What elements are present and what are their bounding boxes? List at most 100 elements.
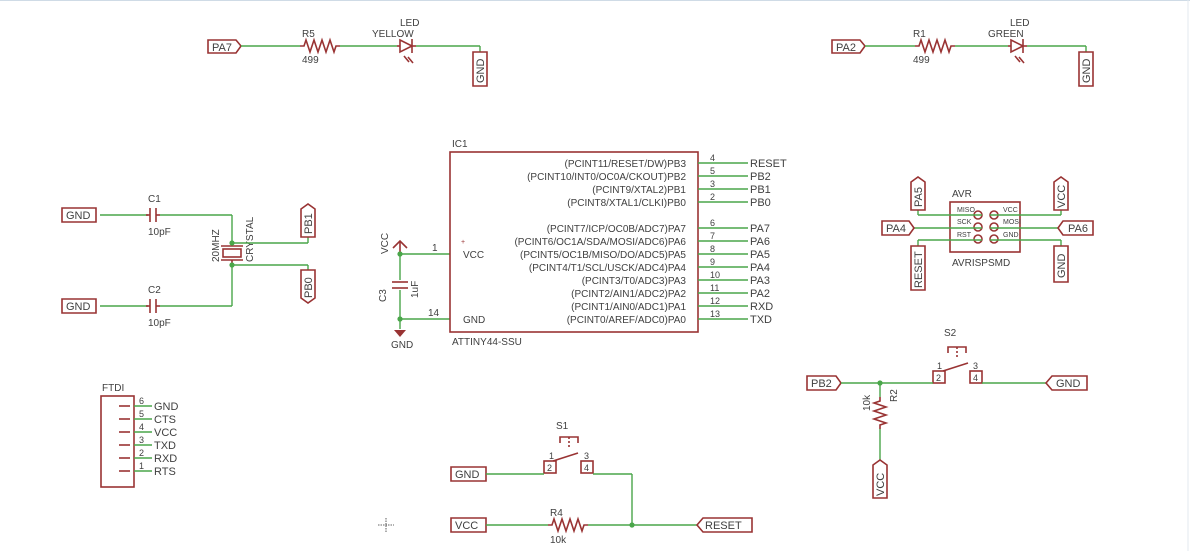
ftdi-pin-number: 4 (139, 422, 144, 432)
led-yellow-rays (403, 55, 414, 64)
switch-s2-pin2: 2 (936, 373, 941, 383)
ic1-pin-net: RESET (750, 158, 787, 170)
gnd-label-s1-box (450, 466, 487, 482)
ic1-pin-number: 13 (710, 309, 720, 319)
ic1-pin-net: PA3 (750, 275, 770, 287)
switch-s2-pin-4-box (969, 370, 983, 384)
resistor-r2 (871, 397, 889, 429)
switch-s2-pin3: 3 (973, 361, 978, 371)
vcc-supply-label: VCC (380, 233, 391, 254)
resistor-r1 (915, 37, 955, 55)
ic1-pin-function: (PCINT2/AIN1/ADC2)PA2 (571, 289, 686, 300)
gnd-label-yellow-box (472, 51, 488, 87)
ftdi-pin-number: 5 (139, 409, 144, 419)
ic1-pin-number: 5 (710, 166, 715, 176)
ic1-pin-net: TXD (750, 314, 772, 326)
capacitor-c1-value: 10pF (148, 227, 171, 238)
ic1-pin-function: (PCINT7/ICP/OC0B/ADC7)PA7 (547, 224, 687, 235)
ic1-pin-function: (PCINT6/OC1A/SDA/MOSI/ADC6)PA6 (514, 237, 686, 248)
net-label-pa6-box (1057, 220, 1094, 236)
gnd-symbol-c3 (394, 330, 406, 337)
resistor-r4-value: 10k (550, 535, 567, 546)
switch-s1-pin4: 4 (584, 463, 589, 473)
ic1-pin-number: 8 (710, 244, 715, 254)
avr-pin-sck: SCK (957, 219, 972, 226)
net-label-avr-reset-box (910, 245, 926, 291)
resistor-r5 (300, 37, 340, 55)
crystal-name: CRYSTAL (245, 216, 256, 262)
switch-s1-pin2: 2 (547, 463, 552, 473)
avr-name: AVR (952, 189, 972, 200)
ic1-pin-number: 7 (710, 231, 715, 241)
avr-pin-mosi: MOSI (1003, 219, 1021, 226)
net-label-pb1: PB1 (303, 213, 315, 234)
led-yellow-circuit[interactable]: PA7 R5 499 LED YELLOW GND (207, 18, 488, 87)
net-label-pa7-box (207, 39, 243, 54)
ic1-pin-14-label: GND (463, 315, 485, 326)
ic1-pin-net: PA6 (750, 236, 770, 248)
ftdi-pin-number: 2 (139, 448, 144, 458)
switch-s1-circuit[interactable]: S1 1 2 3 4 GND VCC R4 10k RESET (450, 421, 753, 546)
ic1-pin-function: (PCINT3/T0/ADC3)PA3 (582, 276, 687, 287)
capacitor-c3-name: C3 (378, 289, 389, 302)
net-label-pb2-box (806, 375, 842, 391)
ic1-pin-net: PA4 (750, 262, 770, 274)
ic1-pin-1-label: VCC (463, 250, 484, 261)
gnd-label-green: GND (1081, 59, 1093, 84)
gnd-label-yellow: GND (475, 59, 487, 84)
switch-s2-contact (942, 362, 969, 372)
ic1-pin-function: (PCINT8/XTAL1/CLKI)PB0 (567, 198, 686, 209)
ic1-pin-function: (PCINT0/AREF/ADC0)PA0 (567, 315, 687, 326)
net-label-avr-reset: RESET (913, 251, 925, 288)
crystal-circuit[interactable]: GND C1 10pF GND C2 10pF 20MHZ CRYSTAL PB (61, 194, 316, 329)
avr-isp-header[interactable]: AVR AVRISPSMD MISO VCC SCK MOSI RST GND … (881, 176, 1094, 291)
net-label-pb0: PB0 (303, 277, 315, 298)
resistor-r5-name: R5 (302, 29, 315, 40)
ic1-pin-number: 6 (710, 218, 715, 228)
avr-pin-miso: MISO (957, 207, 975, 214)
resistor-r4 (548, 516, 588, 534)
ic1-pin-14-num: 14 (428, 308, 440, 319)
resistor-r1-name: R1 (913, 29, 926, 40)
switch-s2-circuit[interactable]: S2 1 2 3 4 PB2 GND 10k R2 VCC (806, 328, 1088, 499)
capacitor-c2-name: C2 (148, 285, 161, 296)
power-decoupling[interactable]: VCC C3 1uF GND (378, 233, 450, 351)
vcc-label-s2: VCC (875, 473, 887, 496)
gnd-label-c1-box (61, 207, 97, 223)
net-label-pa6: PA6 (1068, 223, 1088, 235)
ic1-pin-function: (PCINT4/T1/SCL/USCK/ADC4)PA4 (529, 263, 687, 274)
ftdi-pin-label: RTS (154, 466, 176, 478)
ic1-pin-function: (PCINT10/INT0/OC0A/CKOUT)PB2 (527, 172, 686, 183)
ftdi-pin-number: 6 (139, 396, 144, 406)
net-label-avr-gnd: GND (1056, 254, 1068, 279)
net-label-pa2-box (831, 39, 867, 54)
ic1-pin-net: PA7 (750, 223, 770, 235)
led-green-rays (1014, 55, 1025, 64)
switch-s1-contact (552, 452, 579, 462)
switch-s2-pin4: 4 (973, 373, 978, 383)
net-label-pa4: PA4 (886, 223, 906, 235)
net-label-pa4-box (881, 220, 915, 236)
ftdi-pin-label: GND (154, 401, 179, 413)
switch-s1-pin-4-box (580, 460, 594, 474)
reset-label-s1: RESET (705, 520, 742, 532)
ftdi-pin-label: VCC (154, 427, 177, 439)
net-label-pb1-box (300, 203, 316, 238)
net-label-pb2: PB2 (811, 378, 832, 390)
switch-s2-name: S2 (944, 328, 957, 339)
avr-pin-gnd: GND (1003, 232, 1019, 239)
resistor-r4-name: R4 (550, 508, 563, 519)
ic1-pin-net: PB0 (750, 197, 771, 209)
ic1-pin-function: (PCINT1/AIN0/ADC1)PA1 (571, 302, 686, 313)
led-green-circuit[interactable]: PA2 R1 499 LED GREEN GND (831, 18, 1094, 87)
gnd-label-c2: GND (66, 301, 91, 313)
gnd-symbol-c3-label: GND (391, 340, 413, 351)
gnd-label-green-box (1078, 51, 1094, 87)
ic1-vcc-marker: + (461, 239, 465, 246)
ic1-attiny44[interactable]: IC1 ATTINY44-SSU + 1 VCC 14 GND (PCINT11… (428, 139, 787, 348)
gnd-label-s2: GND (1056, 378, 1081, 390)
resistor-r5-value: 499 (302, 55, 319, 66)
net-label-pb0-box (300, 269, 316, 304)
capacitor-c1-name: C1 (148, 194, 161, 205)
